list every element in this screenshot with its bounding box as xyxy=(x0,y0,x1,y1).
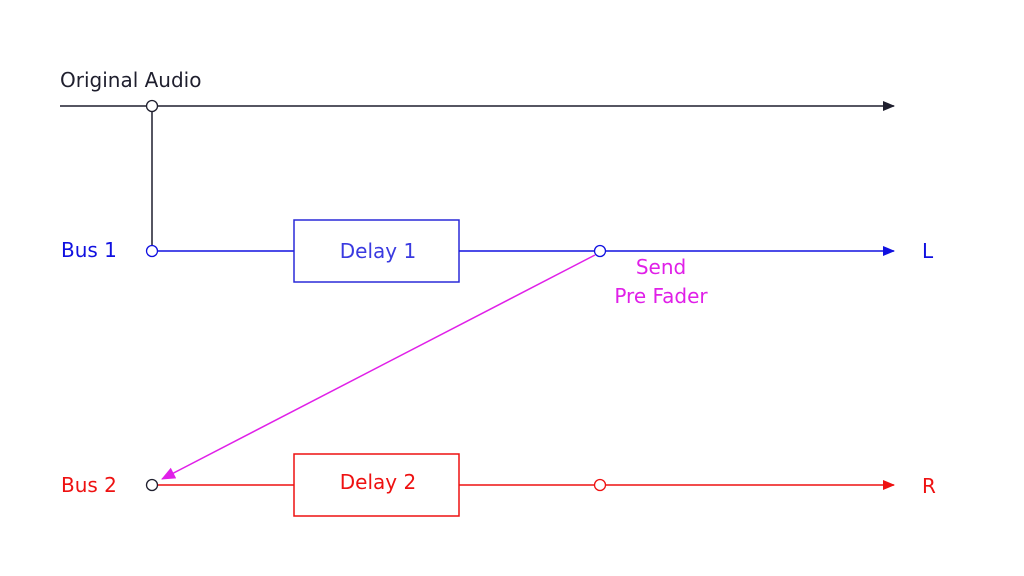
bus1-input-node xyxy=(145,244,159,258)
bus1-label: Bus 1 xyxy=(61,238,117,262)
output-left-label: L xyxy=(922,239,934,263)
send-arrow xyxy=(161,254,596,480)
output-right-label: R xyxy=(922,474,936,498)
tap-node xyxy=(145,99,159,113)
bus2-input-node xyxy=(145,478,159,492)
delay1-box xyxy=(293,219,460,283)
send-label-line1: Send xyxy=(636,255,686,279)
delay2-label: Delay 2 xyxy=(340,470,416,494)
bus2-tap-node xyxy=(593,478,607,492)
bus2-label: Bus 2 xyxy=(61,473,117,497)
bus1-send-node xyxy=(593,244,607,258)
delay1-label: Delay 1 xyxy=(340,239,416,263)
original-audio-label: Original Audio xyxy=(60,68,201,92)
send-label-line2: Pre Fader xyxy=(614,284,708,308)
